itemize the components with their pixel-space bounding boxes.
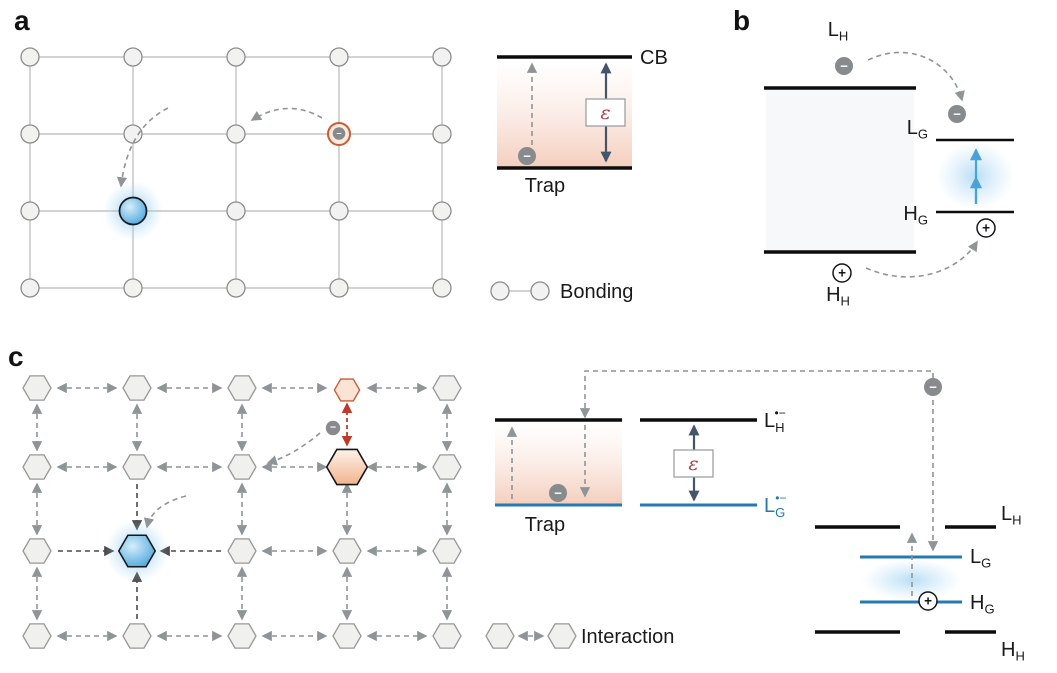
lattice-hexagon (432, 375, 462, 401)
lattice-site (226, 278, 246, 298)
trap-levels-c: ε Trap LH•− LG•− (495, 370, 942, 552)
lattice-site (20, 278, 40, 298)
lattice-hexagon (122, 454, 152, 480)
electron-icon (332, 127, 346, 140)
lh-label: LH (828, 19, 849, 44)
hop-arrow (116, 107, 169, 188)
lattice-hexagon (22, 623, 52, 649)
lattice-site (432, 124, 452, 144)
hop-arrow (143, 495, 187, 529)
excited-hexagon (325, 448, 369, 486)
lattice-hexagon (22, 375, 52, 401)
lattice-hexagon (122, 623, 152, 649)
hop-arrow (250, 107, 323, 121)
legend-site (530, 281, 550, 301)
trap-site (118, 196, 148, 226)
lattice-site (329, 201, 349, 221)
lattice-hexagon (432, 623, 462, 649)
epsilon-label: ε (600, 102, 610, 124)
panel-a-specials (103, 107, 351, 241)
hole-icon (918, 591, 938, 611)
lattice-site (329, 278, 349, 298)
lattice-site (226, 47, 246, 67)
lattice-site (123, 47, 143, 67)
hole-transfer-arrow (865, 240, 978, 278)
lattice-site (20, 201, 40, 221)
lattice-hexagon (122, 375, 152, 401)
electron-hop-path (579, 370, 939, 552)
host-gap-region (766, 90, 914, 250)
legend-interaction: Interaction (485, 623, 674, 649)
hole-icon (976, 218, 996, 238)
lg-label: LG (970, 546, 991, 571)
cb-label: CB (640, 47, 668, 69)
electron-icon (835, 57, 853, 75)
panel-a-lattice (20, 47, 452, 298)
lattice-hexagon (22, 454, 52, 480)
electron-icon (325, 420, 341, 436)
energy-diagram-a: ε CB Trap (497, 47, 668, 197)
legend-bonding-label: Bonding (560, 281, 633, 303)
epsilon-box (673, 449, 714, 478)
lattice-site (123, 278, 143, 298)
lattice-site (432, 47, 452, 67)
lattice-site (226, 124, 246, 144)
acceptor-hexagon (333, 378, 361, 402)
epsilon-box (585, 98, 626, 127)
lh-label: LH (1001, 503, 1022, 528)
electron-icon (549, 484, 567, 502)
electron-icon (948, 105, 966, 123)
hg-label: HG (903, 203, 928, 228)
trap-label: Trap (525, 514, 565, 536)
lattice-hexagon (432, 454, 462, 480)
lattice-hexagon (227, 454, 257, 480)
lattice-site (432, 278, 452, 298)
hh-label: HH (826, 284, 850, 309)
panel-c-label: c (8, 341, 24, 372)
hg-label: HG (970, 592, 995, 617)
lg-label: LG (907, 117, 928, 142)
trap-label: Trap (525, 175, 565, 197)
legend-bonding: Bonding (490, 281, 633, 303)
lattice-hexagon (332, 538, 362, 564)
panel-b-label: b (733, 5, 750, 36)
legend-hexagon (485, 623, 515, 649)
lattice-hexagon (22, 538, 52, 564)
lattice-site (20, 47, 40, 67)
lattice-hexagon (332, 623, 362, 649)
panel-b-diagram: LH HH LG HG (764, 19, 1014, 309)
lattice-site (432, 201, 452, 221)
lattice-hexagon (227, 538, 257, 564)
lh-radical-label: LH•− (764, 406, 786, 435)
hole-icon (832, 263, 852, 283)
legend-site (490, 281, 510, 301)
legend-hexagon (547, 623, 577, 649)
lattice-hexagon (227, 623, 257, 649)
legend-interaction-label: Interaction (581, 626, 674, 648)
lattice-hexagon (227, 375, 257, 401)
electron-icon (518, 147, 536, 165)
lattice-site (329, 47, 349, 67)
lattice-site (20, 124, 40, 144)
hop-arrow (266, 432, 321, 466)
panel-c-lattice-arrows (31, 382, 453, 642)
epsilon-label: ε (688, 453, 698, 475)
electron-icon (924, 378, 942, 396)
panel-c-specials (105, 378, 369, 583)
hh-label: HH (1001, 639, 1025, 664)
host-guest-diagram-c: LH LG HG HH (815, 503, 1025, 664)
panel-a-label: a (14, 5, 30, 36)
lg-radical-label: LG•− (764, 491, 786, 520)
lattice-site (226, 201, 246, 221)
lattice-hexagon (432, 538, 462, 564)
